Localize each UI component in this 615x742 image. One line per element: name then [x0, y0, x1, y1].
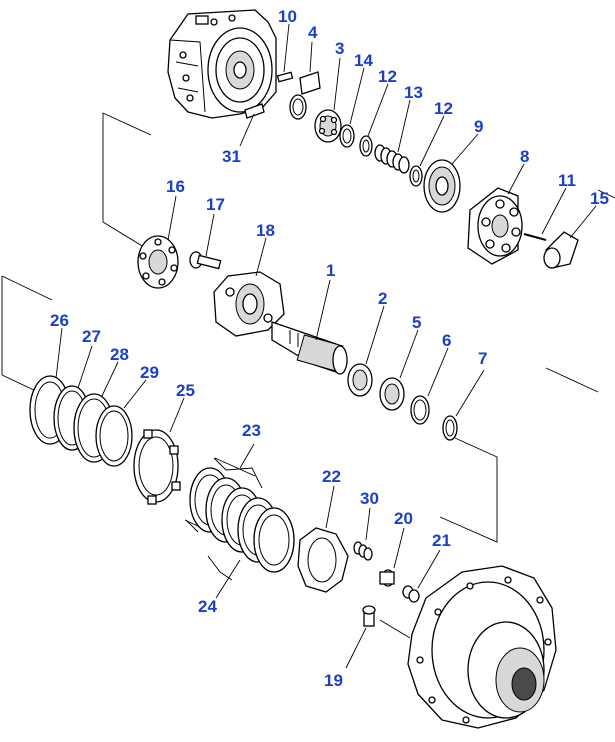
label-16: 16: [166, 177, 185, 196]
label-31: 31: [222, 147, 241, 166]
bearing-part-3: [314, 57, 342, 143]
label-19: 19: [324, 671, 343, 690]
hub-housing: [407, 565, 557, 729]
bolt-part-17: [189, 213, 222, 270]
label-6: 6: [442, 331, 451, 350]
label-28: 28: [110, 345, 129, 364]
bearing-part-2: [347, 305, 385, 397]
label-4: 4: [308, 23, 318, 42]
ring-part-29: [95, 379, 147, 467]
label-22: 22: [322, 467, 341, 486]
plate-part-22: [297, 485, 349, 593]
label-24: 24: [198, 597, 217, 616]
label-1: 1: [326, 261, 335, 280]
part-labels: 10 4 3 14 12 13 12 9 8 11 15 31 16 17 18…: [50, 7, 609, 690]
label-18: 18: [256, 221, 275, 240]
pin-part-11: [523, 187, 567, 241]
pin-part-4: [299, 41, 321, 95]
label-20: 20: [394, 509, 413, 528]
label-2: 2: [378, 289, 387, 308]
plate-part-9: [423, 133, 479, 213]
piston-part-15: [543, 205, 597, 269]
label-3: 3: [335, 39, 344, 58]
label-12a: 12: [378, 67, 397, 86]
ring-part-6: [410, 347, 449, 425]
label-14: 14: [354, 51, 373, 70]
ring-part-12a: [359, 83, 389, 157]
ring-part-14: [339, 67, 365, 148]
label-23: 23: [242, 421, 261, 440]
label-9: 9: [474, 117, 483, 136]
spring-part-30: [353, 507, 373, 561]
label-7: 7: [478, 349, 487, 368]
spring-part-13: [374, 99, 411, 174]
retainer-part-25: [133, 397, 185, 505]
label-10: 10: [278, 7, 297, 26]
plug-part-20: [379, 527, 405, 587]
label-21: 21: [432, 531, 451, 550]
valve-part-19: [345, 605, 411, 669]
motor-housing: [167, 9, 277, 119]
reference-lines: [1, 112, 615, 543]
cylinder-block-part-8: [467, 163, 525, 265]
label-25: 25: [176, 381, 195, 400]
swash-plate-part-18: [213, 237, 285, 337]
label-13: 13: [404, 83, 423, 102]
label-30: 30: [360, 489, 379, 508]
label-15: 15: [590, 189, 609, 208]
label-12b: 12: [434, 99, 453, 118]
disc-group-part-24: [185, 519, 241, 599]
label-8: 8: [520, 147, 529, 166]
shaft-part-1: [271, 279, 348, 375]
bearing-part-5: [379, 329, 419, 411]
pin-part-31: [239, 103, 265, 147]
label-26: 26: [50, 311, 69, 330]
plate-part-16: [137, 195, 179, 289]
snap-ring-part-7: [442, 369, 485, 441]
disc-pack-part-23: [189, 443, 295, 573]
ring-part-12b: [409, 115, 445, 187]
snap-ring-part-3a: [289, 94, 307, 120]
pin-part-10: [276, 23, 294, 83]
label-17: 17: [206, 195, 225, 214]
label-27: 27: [82, 327, 101, 346]
label-5: 5: [412, 313, 421, 332]
label-29: 29: [140, 363, 159, 382]
label-11: 11: [558, 171, 576, 190]
fitting-part-21: [402, 549, 441, 603]
